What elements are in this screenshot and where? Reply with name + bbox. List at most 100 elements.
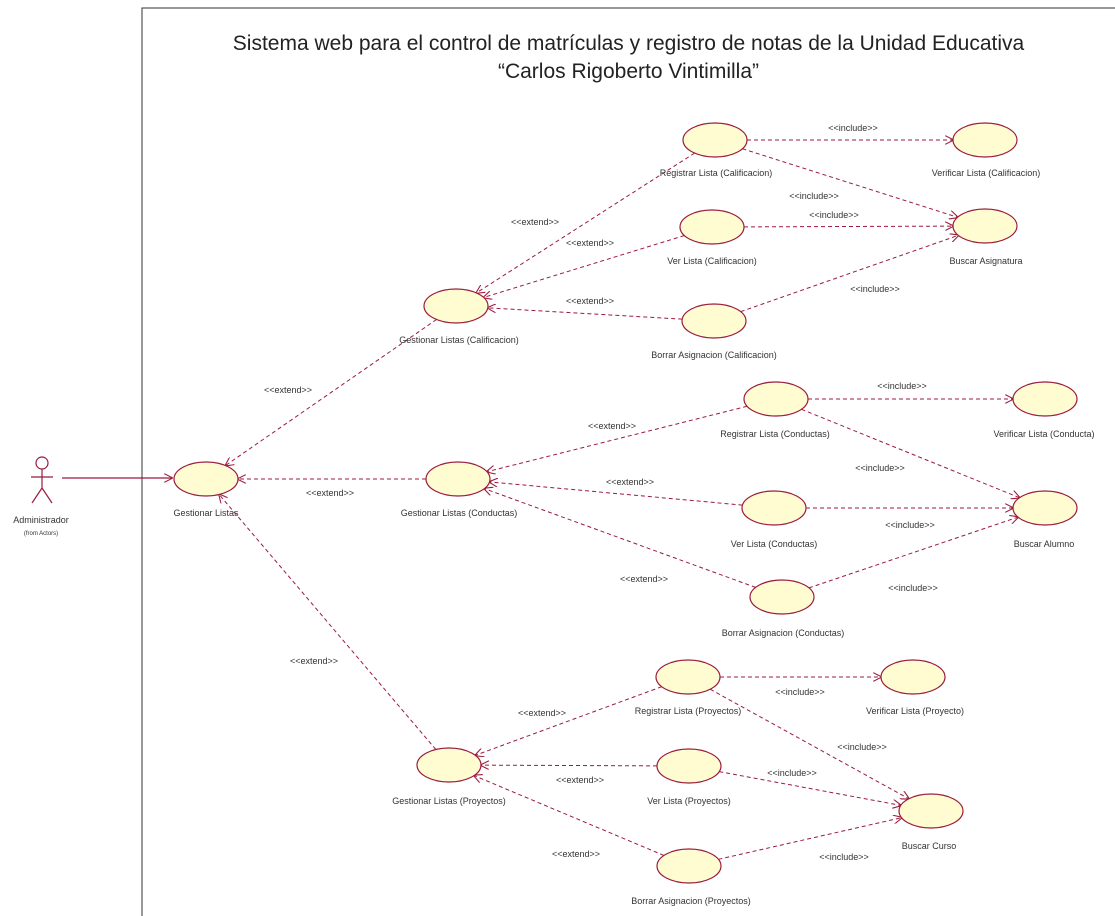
include-stereotype-label: <<include>> (809, 210, 859, 220)
use-cases: Gestionar Listas Gestionar Listas (Califi… (173, 122, 1095, 906)
use-case-ellipse (1012, 490, 1078, 526)
relation-ver_proyectos-to-buscar_curso (719, 771, 901, 806)
use-case-gestionar-listas[interactable]: Gestionar Listas (173, 461, 239, 518)
use-case-ellipse (880, 659, 946, 695)
use-case-ellipse (423, 288, 489, 324)
system-boundary (141, 7, 1115, 916)
relation-ver_conductas-to-gl_conductas (490, 482, 743, 506)
extend-stereotype-label: <<extend>> (606, 477, 654, 487)
use-case-ellipse (655, 659, 721, 695)
relation-ver_proyectos-to-gl_proyectos (481, 765, 658, 766)
actor-stick-figure-icon (31, 456, 53, 504)
diagram-title-line-1: Sistema web para el control de matrícula… (232, 32, 1025, 55)
use-case-ellipse (656, 848, 722, 884)
use-case-borrar-conductas[interactable]: Borrar Asignacion (Conductas) (722, 579, 845, 638)
use-case-ver-proyectos[interactable]: Ver Lista (Proyectos) (647, 748, 731, 806)
include-stereotype-label: <<include>> (888, 583, 938, 593)
diagram-title-line-2: “Carlos Rigoberto Vintimilla” (497, 60, 760, 83)
relation-registrar_proyectos-to-buscar_curso (709, 688, 909, 799)
include-stereotype-label: <<include>> (775, 687, 825, 697)
include-stereotype-label: <<include>> (767, 768, 817, 778)
use-case-gl-proyectos[interactable]: Gestionar Listas (Proyectos) (392, 747, 506, 806)
use-case-ver-conductas[interactable]: Ver Lista (Conductas) (731, 490, 818, 549)
use-case-ellipse (1012, 381, 1078, 417)
extend-stereotype-label: <<extend>> (588, 421, 636, 431)
use-case-buscar-asignatura[interactable]: Buscar Asignatura (949, 208, 1023, 266)
relation-registrar_conductas-to-gl_conductas (487, 405, 748, 471)
relation-registrar_calificacion-to-buscar_asignatura (742, 148, 957, 218)
include-stereotype-label: <<include>> (850, 284, 900, 294)
relation-borrar_proyectos-to-buscar_curso (718, 818, 901, 860)
use-case-ellipse (741, 490, 807, 526)
relation-registrar_calificacion-to-gl_calificacion (476, 152, 695, 293)
use-case-label: Ver Lista (Calificacion) (667, 256, 757, 266)
relation-registrar_conductas-to-buscar_alumno (801, 408, 1019, 497)
use-case-label: Buscar Alumno (1014, 539, 1075, 549)
relation-borrar_conductas-to-buscar_alumno (808, 517, 1018, 589)
include-stereotype-label: <<include>> (837, 742, 887, 752)
use-case-registrar-calificacion[interactable]: Registrar Lista (Calificacion) (660, 122, 773, 178)
relation-gl_calificacion-to-gestionar_listas (225, 319, 437, 465)
use-case-ellipse (749, 579, 815, 615)
relation-borrar_calificacion-to-gl_calificacion (488, 308, 683, 320)
use-case-label: Gestionar Listas (Proyectos) (392, 796, 506, 806)
use-case-ellipse (952, 208, 1018, 244)
use-case-label: Verificar Lista (Calificacion) (932, 168, 1041, 178)
use-case-ellipse (656, 748, 722, 784)
use-case-gl-conductas[interactable]: Gestionar Listas (Conductas) (401, 461, 518, 518)
use-case-label: Registrar Lista (Calificacion) (660, 168, 773, 178)
include-stereotype-label: <<include>> (828, 123, 878, 133)
include-stereotype-label: <<include>> (819, 852, 869, 862)
use-case-ellipse (898, 793, 964, 829)
actor-name: Administrador (13, 515, 69, 525)
use-case-label: Verificar Lista (Conducta) (993, 429, 1094, 439)
use-case-label: Borrar Asignacion (Proyectos) (631, 896, 751, 906)
use-case-borrar-calificacion[interactable]: Borrar Asignacion (Calificacion) (651, 303, 777, 360)
use-case-label: Registrar Lista (Proyectos) (635, 706, 742, 716)
relation-registrar_proyectos-to-gl_proyectos (475, 686, 662, 756)
relation-borrar_calificacion-to-buscar_asignatura (740, 235, 959, 313)
use-case-ver-calificacion[interactable]: Ver Lista (Calificacion) (667, 209, 757, 266)
use-case-verificar-conducta[interactable]: Verificar Lista (Conducta) (993, 381, 1095, 439)
relationships (219, 140, 1019, 860)
use-case-label: Buscar Curso (902, 841, 957, 851)
include-stereotype-label: <<include>> (885, 520, 935, 530)
extend-stereotype-label: <<extend>> (552, 849, 600, 859)
relation-borrar_proyectos-to-gl_proyectos (474, 776, 665, 856)
extend-stereotype-label: <<extend>> (620, 574, 668, 584)
relation-gl_proyectos-to-gestionar_listas (219, 494, 437, 750)
use-case-label: Gestionar Listas (Conductas) (401, 508, 518, 518)
extend-stereotype-label: <<extend>> (264, 385, 312, 395)
use-case-verificar-proyecto[interactable]: Verificar Lista (Proyecto) (866, 659, 964, 716)
use-case-verificar-calificacion[interactable]: Verificar Lista (Calificacion) (932, 122, 1041, 178)
use-case-registrar-conductas[interactable]: Registrar Lista (Conductas) (720, 381, 830, 439)
stereotype-labels: <<extend>> <<extend>> <<extend>> <<extend>>… (264, 123, 938, 862)
relation-ver_calificacion-to-buscar_asignatura (743, 226, 953, 227)
extend-stereotype-label: <<extend>> (306, 488, 354, 498)
use-case-label: Gestionar Listas (173, 508, 239, 518)
extend-stereotype-label: <<extend>> (566, 238, 614, 248)
use-case-label: Ver Lista (Proyectos) (647, 796, 731, 806)
use-case-label: Buscar Asignatura (949, 256, 1022, 266)
use-case-buscar-curso[interactable]: Buscar Curso (898, 793, 964, 851)
use-case-ellipse (743, 381, 809, 417)
use-case-borrar-proyectos[interactable]: Borrar Asignacion (Proyectos) (631, 848, 751, 906)
include-stereotype-label: <<include>> (789, 191, 839, 201)
actor-administrador[interactable]: Administrador (from Actors) (13, 456, 69, 537)
use-case-ellipse (681, 303, 747, 339)
extend-stereotype-label: <<extend>> (556, 775, 604, 785)
extend-stereotype-label: <<extend>> (566, 296, 614, 306)
extend-stereotype-label: <<extend>> (511, 217, 559, 227)
use-case-label: Gestionar Listas (Calificacion) (399, 335, 519, 345)
use-case-buscar-alumno[interactable]: Buscar Alumno (1012, 490, 1078, 549)
use-case-ellipse (416, 747, 482, 783)
extend-stereotype-label: <<extend>> (518, 708, 566, 718)
include-stereotype-label: <<include>> (877, 381, 927, 391)
use-case-registrar-proyectos[interactable]: Registrar Lista (Proyectos) (635, 659, 742, 716)
actor-package: (from Actors) (24, 531, 58, 537)
use-case-label: Ver Lista (Conductas) (731, 539, 818, 549)
include-stereotype-label: <<include>> (855, 463, 905, 473)
use-case-label: Borrar Asignacion (Calificacion) (651, 350, 777, 360)
use-case-gl-calificacion[interactable]: Gestionar Listas (Calificacion) (399, 288, 519, 345)
